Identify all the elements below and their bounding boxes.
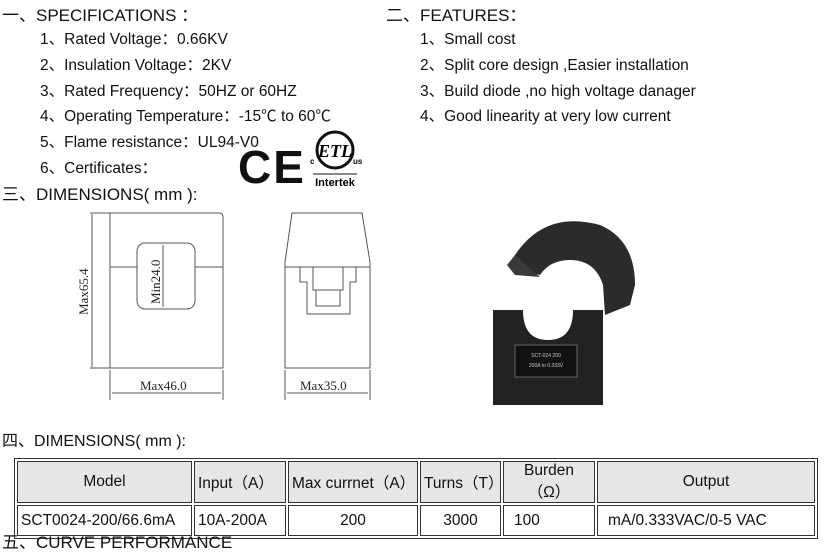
- curve-performance-heading: 五、CURVE PERFORMANCE: [2, 533, 233, 552]
- header-turns: Turns（T）: [420, 461, 504, 503]
- svg-text:Max46.0: Max46.0: [140, 378, 187, 393]
- svg-text:c: c: [310, 157, 315, 166]
- features-heading: 二、FEATURES：: [386, 6, 527, 25]
- product-photo: SCT-024 200 200A to 0.333V: [493, 221, 635, 405]
- ce-logo: CE: [238, 141, 306, 193]
- spec-item: 1、Rated Voltage：0.66KV: [40, 31, 228, 48]
- spec-table: Model Input（A） Max currnet（A） Turns（T） B…: [14, 458, 818, 539]
- svg-text:Min24.0: Min24.0: [148, 260, 163, 304]
- cell-output: mA/0.333VAC/0-5 VAC: [597, 505, 815, 536]
- svg-text:Intertek: Intertek: [315, 177, 356, 189]
- feature-item: 3、Build diode ,no high voltage danager: [420, 83, 696, 100]
- cell-max-current: 200: [288, 505, 418, 536]
- svg-text:us: us: [353, 157, 363, 166]
- header-max-current: Max currnet（A）: [288, 461, 418, 503]
- svg-text:Max35.0: Max35.0: [300, 378, 347, 393]
- svg-text:SCT-024 200: SCT-024 200: [531, 353, 561, 359]
- feature-item: 1、Small cost: [420, 31, 516, 48]
- spec-item: 2、Insulation Voltage：2KV: [40, 57, 232, 74]
- spec-item: 5、Flame resistance：UL94-V0: [40, 134, 259, 151]
- header-burden: Burden（Ω）: [503, 461, 595, 503]
- header-input: Input（A）: [194, 461, 286, 503]
- spec-item: 4、Operating Temperature：-15℃ to 60℃: [40, 108, 331, 125]
- feature-item: 2、Split core design ,Easier installation: [420, 57, 689, 74]
- dimensions-heading: 三、DIMENSIONS( mm ):: [2, 185, 198, 204]
- cell-burden: 100: [503, 505, 595, 536]
- header-output: Output: [597, 461, 815, 503]
- spec-item: 6、Certificates：: [40, 160, 158, 177]
- svg-text:Max65.4: Max65.4: [76, 268, 91, 315]
- table-heading: 四、DIMENSIONS( mm ):: [2, 433, 186, 450]
- svg-text:ETL: ETL: [317, 141, 352, 161]
- feature-item: 4、Good linearity at very low current: [420, 108, 671, 125]
- specifications-heading: 一、SPECIFICATIONS ：: [2, 6, 199, 25]
- dimension-drawing: Max65.4 Min24.0 Max46.0 Max35.0: [76, 212, 371, 400]
- svg-text:200A to 0.333V: 200A to 0.333V: [529, 363, 564, 369]
- spec-item: 3、Rated Frequency：50HZ or 60HZ: [40, 83, 297, 100]
- cell-turns: 3000: [420, 505, 501, 536]
- header-model: Model: [17, 461, 192, 503]
